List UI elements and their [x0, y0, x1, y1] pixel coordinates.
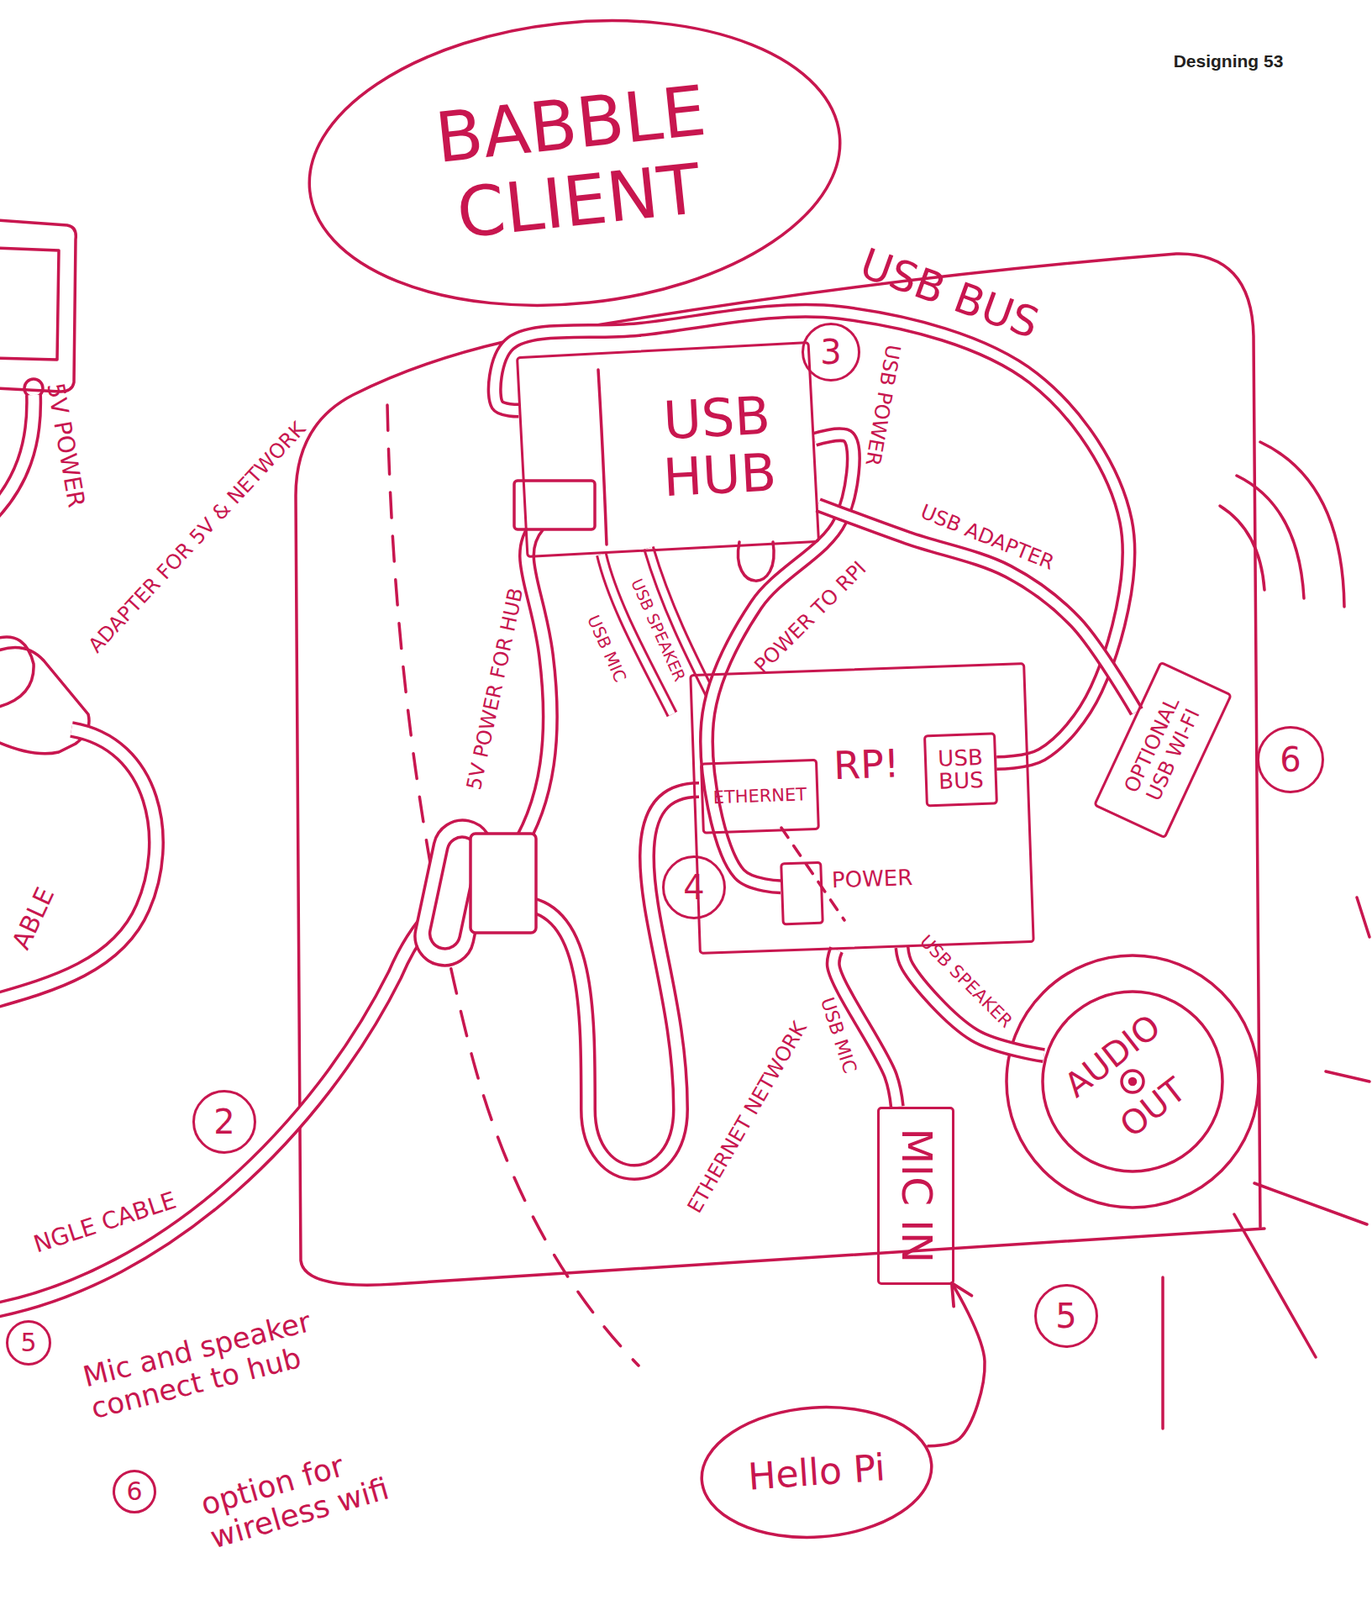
node-label: USB BUS: [927, 745, 995, 794]
cable: [502, 525, 551, 870]
cable: [502, 525, 551, 870]
raspberry-pi-board: RP! ETHERNET USB BUS POWER: [688, 662, 1035, 955]
cable: [0, 394, 34, 515]
wire-label: USB POWER: [860, 342, 905, 468]
wifi-wave: [1236, 475, 1304, 599]
callout-number: 2: [192, 1089, 257, 1154]
callout-number: 5: [5, 1319, 52, 1366]
note-text: option for wireless wifi: [196, 1419, 458, 1556]
hub-port: [514, 480, 595, 530]
wire-label: 5V POWER FOR HUB: [462, 585, 529, 792]
enclosure-outline: [295, 325, 1265, 1285]
cable: [0, 894, 458, 1311]
arrow-line: [928, 1284, 985, 1446]
mic-in-box: MIC IN: [877, 1106, 955, 1285]
wifi-adapter: OPTIONAL USB WI-FI: [1093, 660, 1233, 839]
sound-line: [1234, 1214, 1316, 1357]
usb-hub-box: USB HUB: [515, 341, 821, 558]
callout-number: 6: [1256, 725, 1325, 794]
note-text: Mic and speaker connect to hub: [79, 1300, 341, 1425]
cable: [0, 729, 157, 1002]
wire-label: ETHERNET NETWORK: [683, 1017, 813, 1217]
node-label: POWER: [830, 865, 913, 894]
ellipse-outline-shape: [294, 0, 854, 331]
connector-label: USB BUS: [853, 239, 1045, 349]
cable-connector: [494, 310, 1130, 763]
connectors: [494, 310, 1137, 1446]
node-label: ETHERNET: [712, 784, 807, 809]
callout-number: 3: [801, 322, 861, 382]
cable-label: NGLE CABLE: [30, 1186, 179, 1258]
power-port: POWER: [779, 861, 825, 926]
usb-bus-port: USB BUS: [923, 731, 999, 807]
signals: [1006, 441, 1370, 1429]
wire-label: USB SPEAKER: [626, 576, 689, 685]
enclosure-outline: [591, 253, 1261, 1227]
plug: [24, 378, 43, 398]
page-header: Designing 53: [1173, 51, 1284, 72]
ethernet-port: ETHERNET: [699, 758, 821, 835]
cable: [0, 394, 34, 515]
audio-out-speaker: AUDIO OUT: [1040, 988, 1225, 1174]
cable: [0, 729, 157, 1002]
hub-partition: [598, 369, 607, 545]
sound-line: [1325, 1071, 1370, 1082]
node-label: RP!: [832, 741, 900, 789]
sound-line: [1356, 897, 1370, 937]
node-label: Hello Pi: [746, 1445, 887, 1499]
cable-outline: [494, 310, 1130, 763]
cable: [520, 789, 700, 1173]
cable-core: [494, 310, 1130, 763]
connector-label: POWER TO RPI: [750, 557, 872, 679]
cable: [0, 894, 458, 1311]
sound-line: [1161, 1277, 1165, 1429]
ellipse-outline-shape: [1042, 991, 1223, 1172]
title-bubble: BABBLE CLIENT: [292, 0, 857, 334]
part-label: ADAPTER FOR 5V & NETWORK: [84, 417, 311, 658]
node-label: BABBLE CLIENT: [387, 67, 763, 259]
dashed-guide: [387, 404, 639, 1366]
node-label: OPTIONAL USB WI-FI: [1110, 672, 1215, 827]
cable-connector: [928, 1284, 985, 1446]
speech-bubble: Hello Pi: [694, 1396, 939, 1547]
connector-label: USB SPEAKER: [915, 930, 1017, 1032]
cable: [520, 789, 700, 1173]
connector-label: USB MIC: [816, 994, 862, 1076]
connector-label: USB ADAPTER: [917, 500, 1058, 576]
cable-splitter: [470, 833, 537, 933]
callout-number: 6: [112, 1469, 157, 1514]
wifi-wave: [1260, 441, 1345, 607]
power-supply-box: [0, 247, 59, 360]
enclosure: [295, 253, 1265, 1366]
cable-label: ABLE: [6, 883, 61, 954]
callout-number: 4: [662, 855, 726, 920]
wire-label: 5V POWER: [41, 381, 90, 510]
power-supply-box: [0, 220, 76, 392]
sound-line: [1254, 1182, 1367, 1225]
node-label: USB HUB: [635, 385, 801, 509]
wire-label: USB MIC: [583, 612, 630, 686]
cable-loop: [737, 541, 774, 581]
callout-number: 5: [1034, 1283, 1099, 1348]
ellipse-outline-shape: [697, 1399, 936, 1546]
node-label: MIC IN: [891, 1128, 941, 1264]
wifi-wave: [1219, 505, 1265, 590]
speaker-ring: [1006, 955, 1259, 1208]
